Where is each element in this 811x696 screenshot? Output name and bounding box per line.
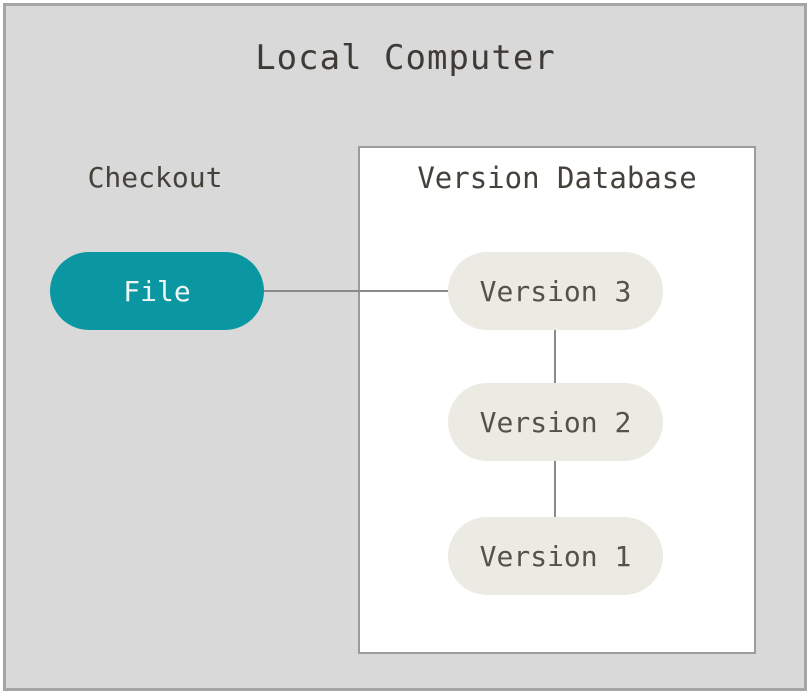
- file-node: File: [50, 252, 264, 330]
- version-3-node: Version 3: [448, 252, 663, 330]
- version-2-node: Version 2: [448, 383, 663, 461]
- connector-file-to-version3: [262, 290, 450, 292]
- version-database-title: Version Database: [417, 161, 697, 195]
- connector-version3-to-version2: [554, 329, 556, 384]
- version-1-node: Version 1: [448, 517, 663, 595]
- connector-version2-to-version1: [554, 460, 556, 518]
- local-computer-title: Local Computer: [255, 38, 556, 78]
- checkout-label: Checkout: [87, 161, 223, 194]
